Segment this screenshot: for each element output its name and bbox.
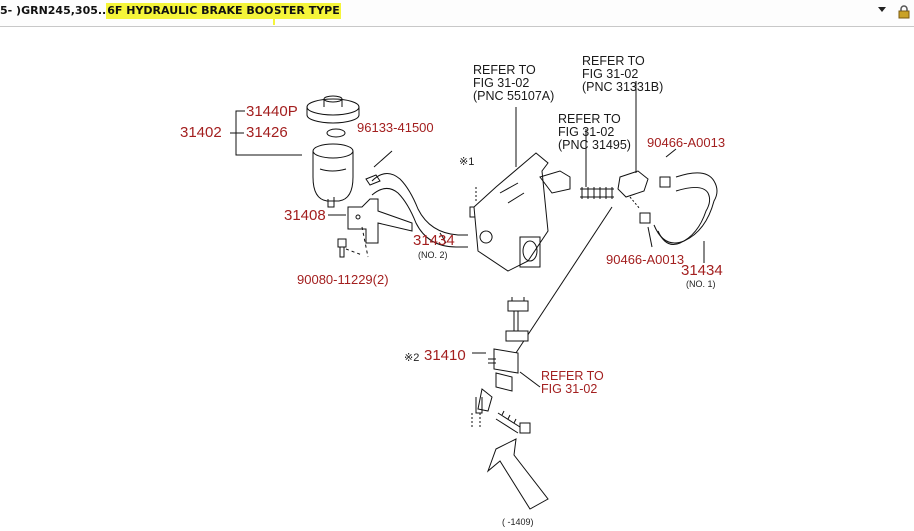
title-highlight: 6F HYDRAULIC BRAKE BOOSTER TYPE (106, 3, 341, 19)
footer-code: ( -1409) (502, 517, 534, 527)
part-90466-A0013-lower[interactable]: 90466-A0013 (606, 252, 685, 267)
chevron-down-icon[interactable] (878, 7, 886, 12)
diagram-title: 5- )GRN245,305..6F HYDRAULIC BRAKE BOOST… (0, 3, 341, 19)
diagram-drawing (230, 81, 718, 510)
lock-icon[interactable] (898, 5, 910, 19)
part-90080-11229[interactable]: 90080-11229(2) (297, 272, 389, 287)
part-31434-no2[interactable]: 31434 (413, 232, 455, 249)
mark-1: ※1 (459, 156, 475, 168)
part-31408[interactable]: 31408 (284, 207, 326, 224)
part-31434-no1-note: (NO. 1) (686, 279, 716, 289)
title-prefix: 5- )GRN245,305.. (0, 4, 107, 17)
part-31402[interactable]: 31402 (180, 124, 222, 141)
mark-2: ※2 (404, 352, 420, 364)
part-31440P[interactable]: 31440P (246, 103, 298, 120)
part-31426[interactable]: 31426 (246, 124, 288, 141)
refer-pnc-31495[interactable]: REFER TO FIG 31-02 (PNC 31495) (558, 112, 631, 152)
parts-diagram: 31440P 31402 31426 96133-41500 31408 314… (0, 27, 914, 531)
text-cursor (273, 3, 275, 25)
part-96133-41500[interactable]: 96133-41500 (357, 120, 434, 135)
refer-pnc-31331b[interactable]: REFER TO FIG 31-02 (PNC 31331B) (582, 54, 664, 94)
refer-pnc-55107a[interactable]: REFER TO FIG 31-02 (PNC 55107A) (473, 63, 555, 103)
part-31434-no1[interactable]: 31434 (681, 262, 723, 279)
part-31410[interactable]: 31410 (424, 347, 466, 364)
part-31434-no2-note: (NO. 2) (418, 250, 448, 260)
part-90466-A0013-upper[interactable]: 90466-A0013 (647, 135, 726, 150)
header-bar: 5- )GRN245,305..6F HYDRAULIC BRAKE BOOST… (0, 0, 914, 27)
refer-fig-31-02[interactable]: REFER TO FIG 31-02 (541, 369, 604, 396)
